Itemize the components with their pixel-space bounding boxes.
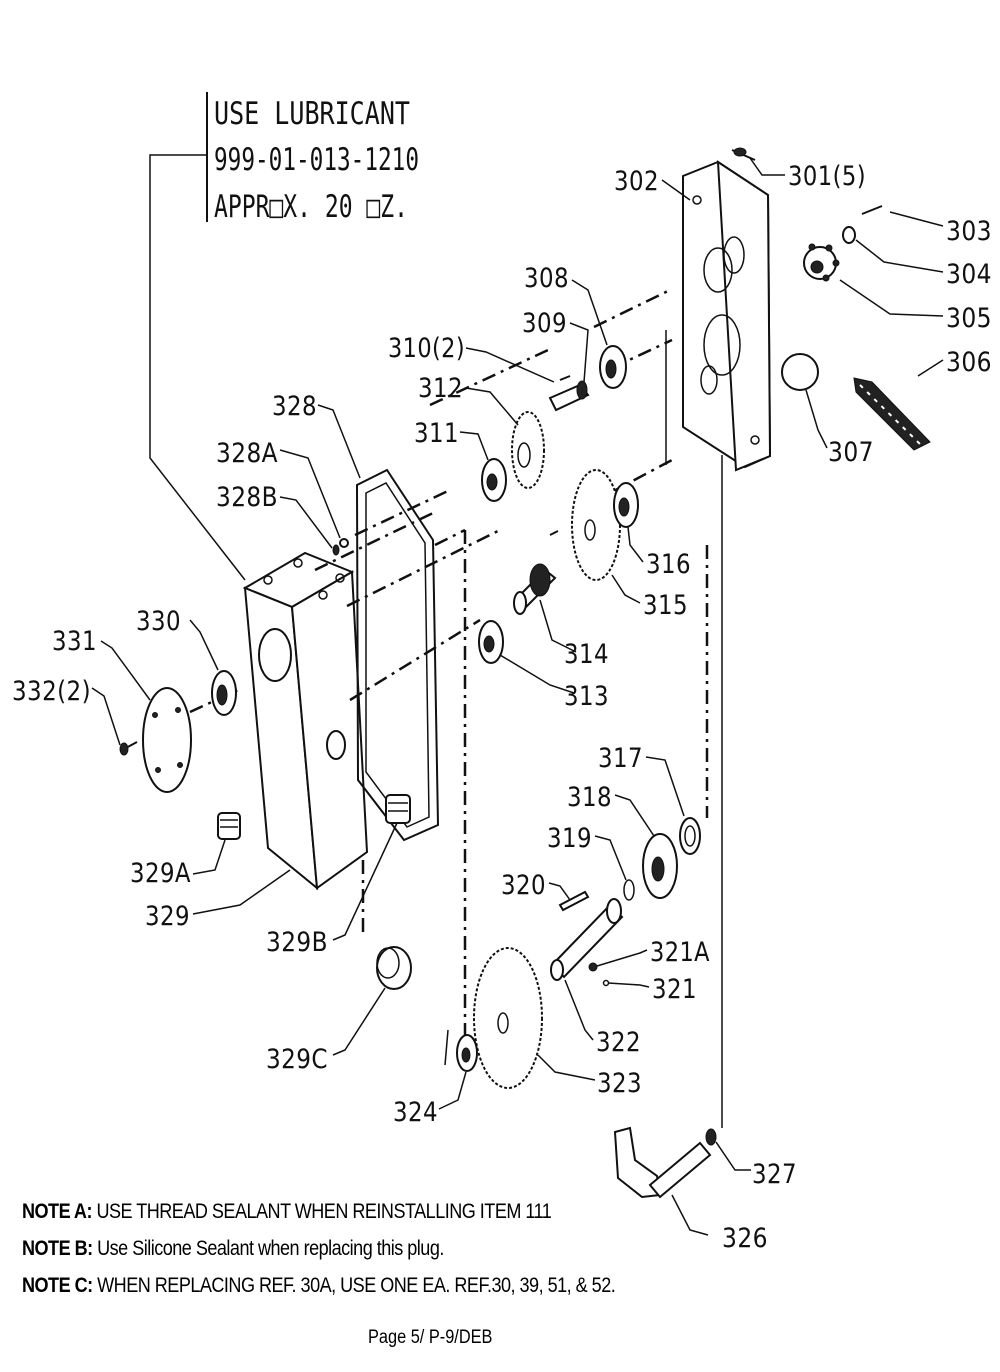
gasket xyxy=(355,468,440,842)
bearing-316 xyxy=(613,482,639,528)
parts xyxy=(119,147,931,1199)
callout-317: 317 xyxy=(598,743,643,774)
callout-316: 316 xyxy=(646,549,691,580)
plug-307 xyxy=(781,353,819,391)
callout-302: 302 xyxy=(614,166,659,197)
leader-lines xyxy=(91,157,944,1236)
note-a-text: USE THREAD SEALANT WHEN REINSTALLING ITE… xyxy=(91,1200,552,1223)
note-b-label: NOTE B: xyxy=(22,1237,93,1260)
callout-329b: 329B xyxy=(266,927,328,958)
callout-301: 301(5) xyxy=(788,161,866,192)
note-c-text: WHEN REPLACING REF. 30A, USE ONE EA. REF… xyxy=(92,1274,616,1297)
callout-320: 320 xyxy=(501,870,546,901)
shaft-322 xyxy=(550,898,624,981)
seal-317 xyxy=(679,817,701,855)
cap-329c xyxy=(376,946,412,990)
gear-312 xyxy=(511,411,545,489)
callout-308: 308 xyxy=(524,263,569,294)
fitting-328a xyxy=(339,538,349,548)
callout-318: 318 xyxy=(567,782,612,813)
lubricant-note: USE LUBRICANT 999-01-013-1210 APPR□X. 20… xyxy=(149,92,419,581)
bearing-318 xyxy=(642,833,678,899)
gear-315 xyxy=(571,469,621,581)
callout-328b: 328B xyxy=(216,482,278,513)
callout-328: 328 xyxy=(272,391,317,422)
callout-305: 305 xyxy=(946,303,992,334)
note-c-label: NOTE C: xyxy=(22,1274,93,1297)
note-c: NOTE C: WHEN REPLACING REF. 30A, USE ONE… xyxy=(22,1274,616,1298)
ball-321 xyxy=(602,979,610,987)
note-b: NOTE B: Use Silicone Sealant when replac… xyxy=(22,1237,444,1261)
shaft-309 xyxy=(548,375,590,412)
gear-323 xyxy=(473,947,543,1089)
callout-321a: 321A xyxy=(650,937,710,968)
plug-329a xyxy=(217,812,241,840)
callout-323: 323 xyxy=(597,1068,642,1099)
fitting-328b xyxy=(332,544,340,556)
note-b-text: Use Silicone Sealant when replacing this… xyxy=(92,1237,444,1260)
callout-330: 330 xyxy=(136,606,181,637)
note-a: NOTE A: USE THREAD SEALANT WHEN REINSTAL… xyxy=(22,1200,552,1224)
callout-313: 313 xyxy=(564,681,609,712)
plug-329b xyxy=(385,794,411,824)
callout-312: 312 xyxy=(418,373,463,404)
callout-307: 307 xyxy=(828,437,874,468)
shaft-314 xyxy=(513,530,559,615)
callout-329a: 329A xyxy=(130,858,191,889)
cover-plate xyxy=(682,160,772,472)
gearbox-housing xyxy=(242,551,369,891)
callout-310: 310(2) xyxy=(388,333,465,364)
callout-315: 315 xyxy=(643,590,688,621)
callout-324: 324 xyxy=(393,1097,438,1128)
chain-306 xyxy=(853,377,931,451)
ring-319 xyxy=(623,879,635,901)
callout-306: 306 xyxy=(946,347,992,378)
page-footer: Page 5/ P-9/DEB xyxy=(368,1327,493,1348)
callout-322: 322 xyxy=(596,1027,641,1058)
lubricant-note-line-1: USE LUBRICANT xyxy=(214,96,410,132)
callout-331: 331 xyxy=(52,626,97,657)
lubricant-note-line-3: APPR□X. 20 □Z. xyxy=(214,189,408,225)
sprocket-305 xyxy=(803,243,840,282)
callout-326: 326 xyxy=(722,1223,768,1254)
callout-304: 304 xyxy=(946,259,992,290)
callout-labels: 301(5) 302 303 304 305 306 307 308 309 3… xyxy=(12,161,992,1254)
lubricant-note-line-2: 999-01-013-1210 xyxy=(214,142,419,178)
assembly-lines xyxy=(189,288,723,1128)
callout-303: 303 xyxy=(946,216,992,247)
callout-321: 321 xyxy=(652,974,697,1005)
screw-301 xyxy=(731,147,756,161)
flange-331 xyxy=(142,687,192,793)
callout-328a: 328A xyxy=(216,438,278,469)
bearing-313 xyxy=(478,620,504,664)
note-a-label: NOTE A: xyxy=(22,1200,92,1223)
callout-332: 332(2) xyxy=(12,676,91,707)
key-320 xyxy=(558,890,590,912)
callout-329: 329 xyxy=(145,901,190,932)
callout-314: 314 xyxy=(564,639,609,670)
screw-303 xyxy=(861,205,883,215)
setscrew-321a xyxy=(588,962,598,972)
callout-311: 311 xyxy=(414,418,459,449)
callout-327: 327 xyxy=(752,1159,797,1190)
bearing-308 xyxy=(599,345,627,389)
callout-329c: 329C xyxy=(266,1044,328,1075)
bearing-311 xyxy=(481,458,507,502)
callout-309: 309 xyxy=(522,308,567,339)
washer-304 xyxy=(842,226,856,244)
callout-319: 319 xyxy=(547,823,592,854)
screw-332 xyxy=(119,741,138,756)
ring-327 xyxy=(705,1128,717,1146)
bearing-324 xyxy=(456,1034,478,1072)
shift-fork-326 xyxy=(613,1126,712,1199)
seal-330 xyxy=(211,670,237,716)
